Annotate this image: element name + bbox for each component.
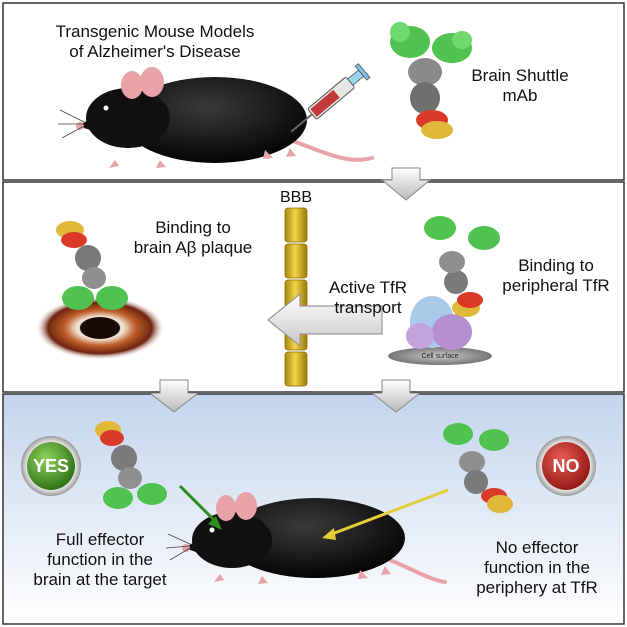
peripheral-binding-label: Binding to peripheral TfR bbox=[490, 256, 622, 296]
bbb-label: BBB bbox=[279, 189, 312, 206]
mouse-bottom bbox=[165, 492, 447, 584]
full-effector-line-1: Full effector bbox=[55, 530, 145, 549]
tfr-transport-line-1: Active TfR bbox=[328, 278, 408, 297]
full-effector-line-3: brain at the target bbox=[33, 570, 167, 589]
full-effector-label: Full effector function in the brain at t… bbox=[20, 530, 180, 590]
brain-shuttle-antibody bbox=[390, 22, 472, 139]
peripheral-tfr-complex bbox=[388, 216, 500, 365]
transport-arrow bbox=[267, 292, 383, 348]
brain-shuttle-line-1: Brain Shuttle bbox=[471, 66, 569, 85]
down-arrow-1 bbox=[380, 167, 432, 201]
brain-shuttle-line-2: mAb bbox=[502, 86, 538, 105]
plaque-binding-line-1: Binding to bbox=[155, 218, 231, 237]
yes-badge-label: YES bbox=[32, 456, 70, 476]
peripheral-antibody-panel3 bbox=[443, 423, 513, 513]
peripheral-binding-line-1: Binding to bbox=[518, 256, 594, 275]
no-effector-line-2: function in the bbox=[484, 558, 590, 577]
plaque-bound-antibody bbox=[56, 221, 128, 310]
no-effector-line-3: periphery at TfR bbox=[476, 578, 598, 597]
yellow-arrow-to-periphery bbox=[322, 488, 449, 540]
down-arrow-left bbox=[148, 379, 200, 413]
amyloid-plaque bbox=[35, 296, 165, 360]
syringe-icon bbox=[290, 63, 371, 133]
no-badge bbox=[536, 436, 596, 496]
plaque-binding-label: Binding to brain Aβ plaque bbox=[118, 218, 268, 258]
cell-surface-label: Cell surface bbox=[421, 353, 459, 360]
plaque-binding-line-2: brain Aβ plaque bbox=[133, 238, 253, 257]
mouse-model-line-2: of Alzheimer's Disease bbox=[69, 42, 241, 61]
no-effector-label: No effector function in the periphery at… bbox=[462, 538, 612, 598]
mouse-model-label: Transgenic Mouse Models of Alzheimer's D… bbox=[40, 22, 270, 62]
mouse-model-line-1: Transgenic Mouse Models bbox=[55, 22, 255, 41]
full-effector-line-2: function in the bbox=[47, 550, 153, 569]
brain-antibody-panel3 bbox=[95, 421, 167, 509]
no-effector-line-1: No effector bbox=[495, 538, 579, 557]
tfr-transport-label: Active TfR transport bbox=[318, 278, 418, 318]
yes-badge bbox=[21, 436, 81, 496]
brain-shuttle-label: Brain Shuttle mAb bbox=[460, 66, 580, 106]
mouse-top bbox=[58, 67, 374, 168]
no-badge-label: NO bbox=[552, 456, 580, 476]
down-arrow-right bbox=[370, 379, 422, 413]
tfr-transport-line-2: transport bbox=[334, 298, 402, 317]
peripheral-binding-line-2: peripheral TfR bbox=[502, 276, 610, 295]
green-arrow-to-brain bbox=[178, 484, 222, 530]
